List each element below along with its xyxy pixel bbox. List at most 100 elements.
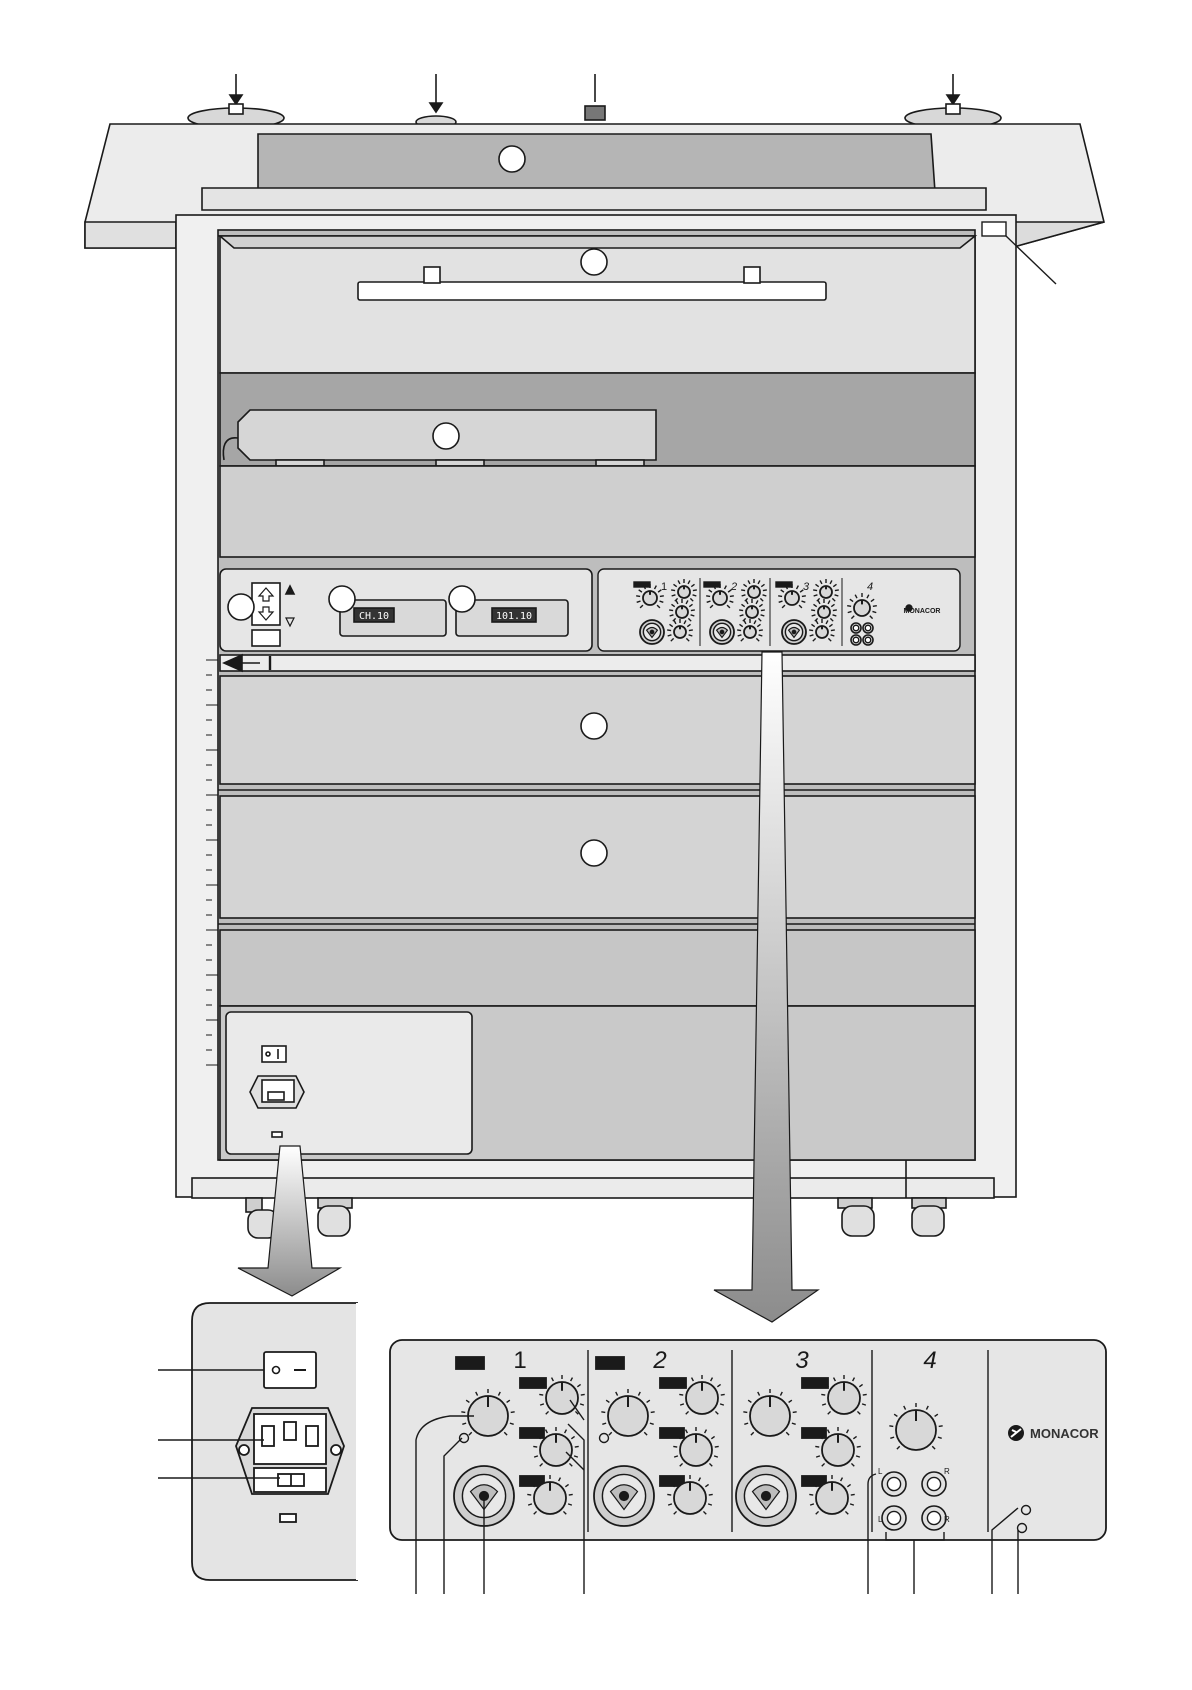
channel-label-strip: [660, 1428, 684, 1438]
led-indicator: [600, 1434, 609, 1443]
knob-tick: [730, 596, 734, 597]
combo-input-jack: [736, 1466, 796, 1526]
knob-tick: [831, 630, 835, 631]
rca-jack: [922, 1506, 946, 1530]
rca-left-label-bottom: L: [878, 1515, 883, 1524]
channel-label-strip: [596, 1357, 624, 1369]
marker-circle: [499, 146, 525, 172]
knob-tick: [863, 1394, 867, 1395]
rca-right-label-top: R: [944, 1467, 950, 1476]
rca-jack: [882, 1506, 906, 1530]
cable-arrow-bar: [220, 655, 975, 671]
knob-tick: [939, 1426, 943, 1427]
knob-tick: [671, 590, 675, 591]
monacor-logo-icon: [1008, 1425, 1024, 1441]
knob-tick: [721, 1394, 725, 1395]
knob-tick: [533, 1446, 537, 1447]
marker-circle: [449, 586, 475, 612]
cabinet-power-panel: [226, 1012, 472, 1154]
mixer-detail: [390, 1340, 1106, 1540]
knob-tick: [601, 1412, 605, 1413]
brand-label: MONACOR: [1030, 1426, 1099, 1441]
small-channel-2-label: 2: [730, 581, 737, 593]
knob-tick: [669, 610, 673, 611]
knob-tick: [636, 596, 640, 597]
arrow-down-icon: [430, 74, 442, 112]
power-detail: [158, 1303, 358, 1580]
knob-tick: [833, 610, 837, 611]
knob-tick: [651, 1412, 655, 1413]
knob-tick: [857, 1446, 861, 1447]
knob-tick: [667, 630, 671, 631]
knob-tick: [759, 630, 763, 631]
knob-tick: [763, 590, 767, 591]
jack-center: [762, 1492, 770, 1500]
knob-tick: [511, 1412, 515, 1413]
combo-input-jack: [710, 620, 734, 644]
channel-label-strip: [802, 1428, 826, 1438]
channel-2-label: 2: [652, 1347, 666, 1374]
led-indicator: [1018, 1524, 1027, 1533]
channel-1-label: 1: [513, 1347, 526, 1374]
arrow-down-icon: [947, 74, 959, 104]
knob-tick: [737, 630, 741, 631]
channel-3-label: 3: [795, 1347, 809, 1374]
led-indicator: [1022, 1506, 1031, 1515]
rca-right-label-bottom: R: [944, 1515, 950, 1524]
knob-tick: [709, 1494, 713, 1495]
combo-input-jack: [782, 620, 806, 644]
channel-label-strip: [520, 1428, 544, 1438]
blank-rack-panel: [220, 466, 975, 557]
knob-tick: [847, 606, 851, 607]
knob-tick: [706, 596, 710, 597]
channel-label-strip: [660, 1378, 686, 1388]
knob-tick: [778, 596, 782, 597]
power-switch-icon: [982, 222, 1006, 236]
knob-tick: [889, 1426, 893, 1427]
led-indicator: [460, 1434, 469, 1443]
knob-tick: [461, 1412, 465, 1413]
channel-label-strip: [802, 1378, 828, 1388]
knob-tick: [815, 1446, 819, 1447]
rca-jack: [863, 635, 873, 645]
rca-inner: [927, 1477, 940, 1490]
channel-label-strip: [704, 582, 720, 587]
combo-input-jack: [640, 620, 664, 644]
jack-center: [650, 630, 653, 633]
knob-tick: [813, 590, 817, 591]
jack-center: [720, 630, 723, 633]
rca-inner: [927, 1511, 940, 1524]
knob-tick: [693, 590, 697, 591]
knob-tick: [679, 1394, 683, 1395]
knob-tick: [741, 590, 745, 591]
knob-tick: [809, 1494, 813, 1495]
knob-tick: [821, 1394, 825, 1395]
knob-tick: [761, 610, 765, 611]
knob-tick: [660, 596, 664, 597]
knob-tick: [569, 1494, 573, 1495]
rca-jack: [882, 1472, 906, 1496]
arrow-down-icon: [230, 74, 242, 104]
rca-jack: [863, 623, 873, 633]
channel-label-strip: [776, 582, 792, 587]
receiver-display-left: CH.10: [359, 611, 389, 622]
knob-tick: [743, 1412, 747, 1413]
rca-left-label-top: L: [878, 1467, 883, 1476]
knob-tick: [802, 596, 806, 597]
small-channel-1-label: 1: [661, 581, 667, 593]
knob-tick: [811, 610, 815, 611]
rca-inner: [853, 637, 859, 643]
small-channel-4-label: 4: [867, 581, 873, 593]
microphone-compartment: [220, 373, 975, 466]
knob-tick: [873, 606, 877, 607]
knob-tick: [851, 1494, 855, 1495]
knob-tick: [793, 1412, 797, 1413]
fuse-icon: [268, 1092, 284, 1100]
jack-center: [792, 630, 795, 633]
rca-jack: [851, 623, 861, 633]
marker-circle: [581, 713, 607, 739]
combo-input-jack: [594, 1466, 654, 1526]
channel-label-strip: [634, 582, 650, 587]
